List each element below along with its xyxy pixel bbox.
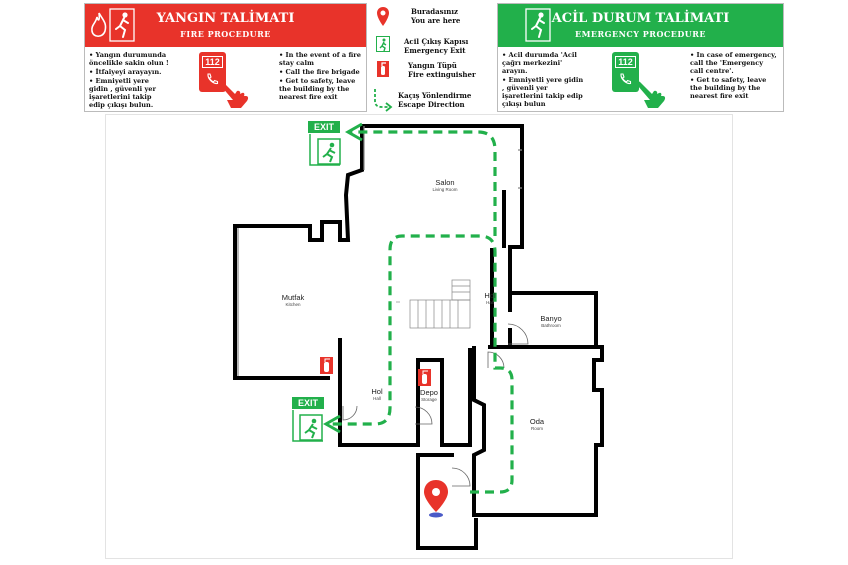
room-label-oda: Oda Room [522, 417, 552, 431]
legend-label-tr: Buradasınız [411, 7, 458, 16]
emergency-en-line: In case of emergency, call the 'Emergenc… [690, 51, 778, 75]
emergency-tr-line: Acil durumda 'Acil çağrı merkezini' aray… [502, 51, 584, 75]
exit-label-top: EXIT [313, 122, 334, 132]
doors [342, 323, 529, 487]
emergency-en-line: Get to safety, leave the building by the… [690, 76, 778, 100]
exit-label-bottom: EXIT [297, 398, 318, 408]
legend-label-tr: Kaçış Yönlendirme [398, 91, 472, 100]
emergency-tr-instructions: Acil durumda 'Acil çağrı merkezini' aray… [502, 51, 584, 109]
phone-icon [620, 73, 632, 85]
phone-card: 112 [612, 52, 639, 92]
fire-extinguisher-icon [418, 369, 431, 386]
emergency-subtitle: EMERGENCY PROCEDURE [574, 29, 707, 39]
fire-extinguisher-icon [320, 357, 333, 374]
fire-extinguisher-icon [377, 61, 389, 77]
location-pin-icon [424, 480, 448, 518]
legend-emergency-exit: Acil Çıkış Kapısı Emergency Exit [404, 37, 469, 55]
emergency-exit-sign-bottom [292, 397, 324, 442]
room-label-banyo: Banyo Bathroom [530, 314, 572, 328]
room-name: Hol [484, 291, 496, 300]
fire-title: YANGIN TALİMATI [156, 11, 295, 26]
room-subname: Bathroom [541, 323, 561, 328]
emergency-exit-sign-top [308, 121, 341, 166]
room-name: Mutfak [281, 293, 305, 302]
fire-banner: YANGIN TALİMATI FIRE PROCEDURE [85, 4, 366, 47]
legend-you-are-here: Buradasınız You are here [411, 7, 461, 25]
fire-procedure-panel: YANGIN TALİMATI FIRE PROCEDURE Yangın du… [84, 3, 367, 112]
room-name: Oda [529, 417, 545, 426]
fire-subtitle: FIRE PROCEDURE [180, 29, 271, 39]
legend-label-en: Escape Direction [398, 99, 465, 109]
legend-label-en: Fire extinguisher [408, 69, 476, 79]
room-subname: Hall [373, 396, 381, 401]
room-name: Banyo [540, 314, 562, 323]
room-subname: Room [530, 426, 543, 431]
phone-icon [207, 73, 219, 85]
emergency-en-instructions: In case of emergency, call the 'Emergenc… [690, 51, 778, 101]
walls [233, 124, 604, 550]
room-subname: Kitchen [285, 302, 301, 307]
room-label-mutfak: Mutfak Kitchen [268, 293, 318, 307]
emergency-title: ACİL DURUM TALİMATI [551, 11, 730, 26]
hand-pointer-icon [220, 81, 249, 108]
location-pin-icon [377, 7, 389, 26]
emergency-tr-line: Emniyetli yere gidin , güvenli yer işare… [502, 76, 584, 108]
legend-fire-extinguisher: Yangın Tüpü Fire extinguisher [408, 61, 476, 79]
fire-tr-instructions: Yangın durumunda öncelikle sakin olun ! … [89, 51, 169, 110]
fire-tr-line: Yangın durumunda öncelikle sakin olun ! [89, 51, 169, 67]
room-name: Hol [371, 387, 383, 396]
fire-tr-line: İtfaiyeyi arayayın. [89, 68, 169, 76]
legend: Buradasınız You are here Acil Çıkış Kapı… [368, 3, 494, 113]
emergency-exit-icon [376, 36, 390, 52]
room-subname: Hall [486, 300, 494, 305]
phone-number: 112 [615, 56, 636, 68]
fire-en-line: Get to safety, leave the building by the… [279, 77, 361, 101]
running-person-icon [109, 8, 135, 42]
hand-pointer-icon [637, 81, 666, 108]
legend-label-en: You are here [411, 15, 461, 25]
windows [237, 126, 522, 376]
room-label-hol-lower: Hol Hall [362, 387, 392, 401]
legend-label-tr: Acil Çıkış Kapısı [404, 37, 469, 46]
fire-tr-line: Emniyetli yere gidin , güvenli yer işare… [89, 77, 169, 109]
emergency-procedure-panel: ACİL DURUM TALİMATI EMERGENCY PROCEDURE … [497, 3, 784, 112]
fire-en-line: In the event of a fire stay calm [279, 51, 361, 67]
room-label-depo: Depo Storage [414, 388, 444, 402]
stairs [396, 279, 471, 329]
legend-label-en: Emergency Exit [404, 45, 466, 55]
floor-plan-frame [105, 114, 733, 559]
escape-arrow-icon [374, 89, 393, 112]
route-arrowheads [322, 122, 363, 434]
legend-label-tr: Yangın Tüpü [408, 61, 457, 70]
room-subname: Storage [421, 397, 437, 402]
escape-route [330, 130, 514, 494]
legend-escape-direction: Kaçış Yönlendirme Escape Direction [398, 91, 472, 109]
room-label-salon: Salon Living Room [420, 178, 470, 192]
emergency-banner: ACİL DURUM TALİMATI EMERGENCY PROCEDURE [498, 4, 783, 47]
fire-en-line: Call the fire brigade [279, 68, 361, 76]
room-name: Salon [435, 178, 455, 187]
fire-en-instructions: In the event of a fire stay calm Call th… [279, 51, 361, 102]
room-label-hol-upper: Hol Hall [479, 291, 501, 305]
phone-number: 112 [202, 56, 223, 68]
room-subname: Living Room [432, 187, 458, 192]
running-person-icon [525, 8, 551, 42]
fire-icon [91, 12, 107, 38]
room-name: Depo [420, 388, 438, 397]
